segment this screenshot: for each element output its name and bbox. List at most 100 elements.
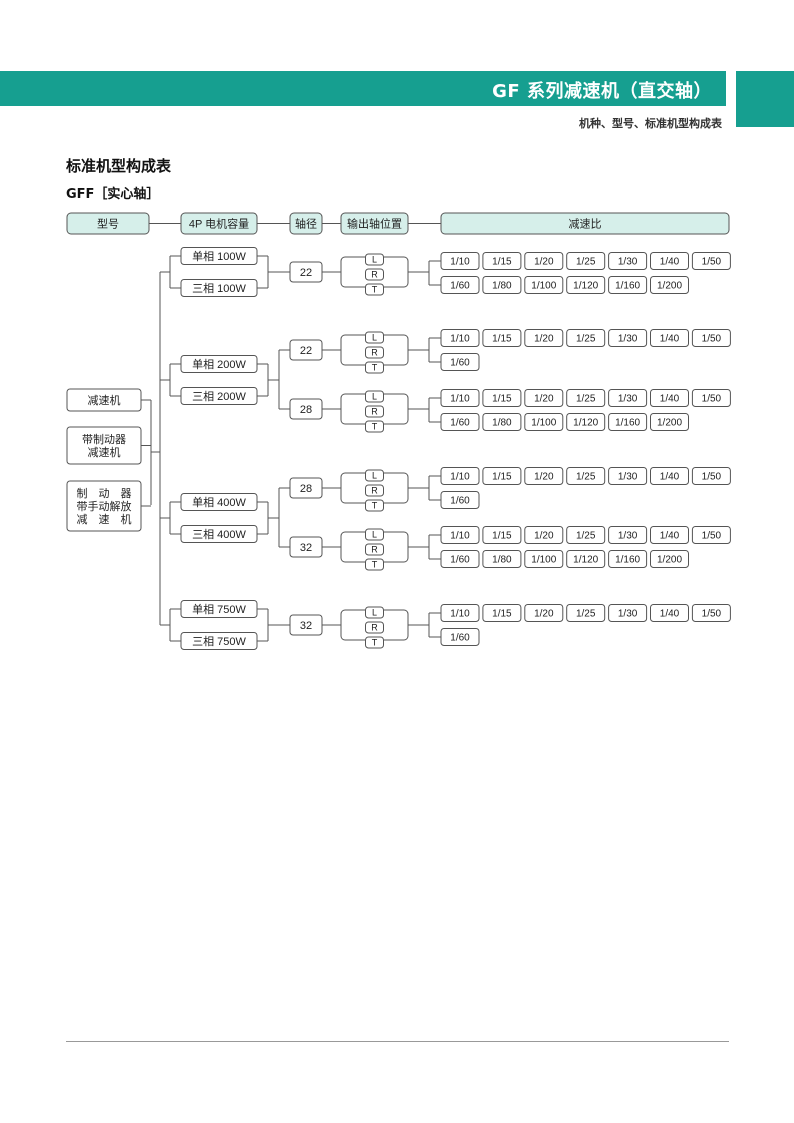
header-cell-2-label: 轴径 — [295, 216, 317, 230]
shaft-g0-0-label: 22 — [300, 267, 312, 279]
ratio-g2-s0-0-2-box — [524, 467, 564, 485]
ratio-g1-s1-1-4-box — [608, 413, 648, 431]
ratio-g1-s1-0-1-box — [482, 389, 522, 407]
ratio-g1-s1-0-0-box — [440, 389, 480, 407]
ratio-g2-s1-1-1-label: 1/80 — [492, 555, 512, 566]
ratio-g3-s0-0-2-box — [524, 604, 564, 622]
ratio-g0-s0-0-4-label: 1/30 — [618, 257, 638, 268]
motor-g3-1-label: 三相 750W — [192, 635, 246, 648]
ratio-g0-s0-1-1-box — [482, 276, 522, 294]
output-position-L-label: L — [372, 471, 377, 481]
ratio-g2-s0-0-2-label: 1/20 — [534, 472, 554, 483]
ratio-g3-s0-0-1-box — [482, 604, 522, 622]
ratio-g1-s1-0-4-box — [608, 389, 648, 407]
output-position-L-label: L — [372, 333, 377, 343]
output-position-T-box — [365, 499, 384, 512]
ratio-g1-s1-1-1-box — [482, 413, 522, 431]
ratio-g3-s0-0-2-label: 1/20 — [534, 609, 554, 620]
ratio-g2-s1-0-4-box — [608, 526, 648, 544]
ratio-g1-s0-0-6-box — [691, 329, 731, 347]
ratio-g1-s0-0-5-label: 1/40 — [660, 334, 680, 345]
ratio-g0-s0-0-5-box — [650, 252, 689, 270]
output-position-T-label: T — [372, 363, 378, 373]
ratio-g1-s0-0-1-box — [482, 329, 522, 347]
ratio-g3-s0-0-4-box — [608, 604, 648, 622]
ratio-g2-s1-0-5-box — [650, 526, 689, 544]
output-position-L-label: L — [372, 255, 377, 265]
ratio-g2-s1-0-0-box — [440, 526, 480, 544]
ratio-g2-s1-0-5-label: 1/40 — [660, 531, 680, 542]
output-position-L-box — [365, 528, 384, 541]
model-2-label: 制 动 器 — [77, 487, 132, 500]
output-position-R-label: R — [371, 407, 378, 417]
ratio-g2-s1-0-3-label: 1/25 — [576, 531, 596, 542]
ratio-g1-s0-0-4-box — [608, 329, 648, 347]
ratio-g1-s0-0-3-box — [566, 329, 606, 347]
output-position-T-label: T — [372, 638, 378, 648]
output-position-R-label: R — [371, 623, 378, 633]
ratio-g1-s1-0-5-label: 1/40 — [660, 394, 680, 405]
ratio-g0-s0-0-3-label: 1/25 — [576, 257, 596, 268]
shaft-g1-0-label: 22 — [300, 345, 312, 357]
ratio-g0-s0-1-4-box — [608, 276, 648, 294]
ratio-g1-s1-0-4-label: 1/30 — [618, 394, 638, 405]
ratio-g3-s0-1-0-box — [440, 628, 480, 646]
model-label: GFF［实心轴］ — [66, 187, 160, 202]
ratio-g3-s0-0-3-box — [566, 604, 606, 622]
ratio-g1-s1-1-3-label: 1/120 — [573, 418, 598, 429]
ratio-g1-s1-0-1-label: 1/15 — [492, 394, 512, 405]
output-position-T-box — [365, 361, 384, 374]
ratio-g3-s0-1-0-label: 1/60 — [450, 633, 470, 644]
motor-g0-0-label: 单相 100W — [192, 250, 246, 263]
ratio-g2-s1-0-2-label: 1/20 — [534, 531, 554, 542]
motor-g0-1-label: 三相 100W — [192, 282, 246, 295]
ratio-g2-s1-0-0-label: 1/10 — [450, 531, 470, 542]
ratio-g0-s0-0-1-box — [482, 252, 522, 270]
output-position-R-box — [365, 621, 384, 634]
ratio-g2-s1-1-4-label: 1/160 — [615, 555, 640, 566]
header-cell-3-label: 输出轴位置 — [347, 216, 402, 230]
ratio-g0-s0-0-2-label: 1/20 — [534, 257, 554, 268]
ratio-g2-s1-0-6-box — [691, 526, 731, 544]
motor-g2-0-label: 单相 400W — [192, 496, 246, 509]
motor-g1-0-label: 单相 200W — [192, 358, 246, 371]
ratio-g2-s0-0-0-box — [440, 467, 480, 485]
model-2-label: 减 速 机 — [77, 512, 132, 526]
ratio-g0-s0-1-3-box — [566, 276, 606, 294]
ratio-g2-s0-0-0-label: 1/10 — [450, 472, 470, 483]
ratio-g2-s1-1-3-box — [566, 550, 606, 568]
output-position-T-label: T — [372, 501, 378, 511]
output-position-R-box — [365, 268, 384, 281]
ratio-g3-s0-0-5-label: 1/40 — [660, 609, 680, 620]
header-cell-4-label: 减速比 — [569, 217, 602, 230]
ratio-g3-s0-0-5-box — [650, 604, 689, 622]
output-position-R-box — [365, 346, 384, 359]
output-position-R-label: R — [371, 270, 378, 280]
ratio-g1-s1-1-4-label: 1/160 — [615, 418, 640, 429]
ratio-g0-s0-0-2-box — [524, 252, 564, 270]
ratio-g1-s1-1-1-label: 1/80 — [492, 418, 512, 429]
ratio-g0-s0-0-1-label: 1/15 — [492, 257, 512, 268]
motor-g2-1-label: 三相 400W — [192, 528, 246, 541]
ratio-g1-s1-1-2-label: 1/100 — [531, 418, 556, 429]
ratio-g3-s0-0-6-label: 1/50 — [702, 609, 722, 620]
output-position-R-box — [365, 405, 384, 418]
output-position-L-label: L — [372, 530, 377, 540]
output-position-T-box — [365, 283, 384, 296]
ratio-g1-s0-0-6-label: 1/50 — [702, 334, 722, 345]
section-tab-marker — [736, 71, 794, 127]
ratio-g2-s0-0-6-box — [691, 467, 731, 485]
model-1-label: 减速机 — [88, 445, 121, 459]
ratio-g2-s0-0-3-label: 1/25 — [576, 472, 596, 483]
ratio-g2-s1-1-1-box — [482, 550, 522, 568]
ratio-g2-s0-0-4-label: 1/30 — [618, 472, 638, 483]
ratio-g3-s0-0-4-label: 1/30 — [618, 609, 638, 620]
ratio-g1-s0-0-1-label: 1/15 — [492, 334, 512, 345]
ratio-g3-s0-0-3-label: 1/25 — [576, 609, 596, 620]
shaft-g1-1-label: 28 — [300, 404, 312, 416]
ratio-g0-s0-1-2-box — [524, 276, 564, 294]
ratio-g0-s0-1-5-box — [650, 276, 689, 294]
ratio-g2-s0-0-4-box — [608, 467, 648, 485]
ratio-g3-s0-0-6-box — [691, 604, 731, 622]
ratio-g0-s0-1-0-label: 1/60 — [450, 281, 470, 292]
